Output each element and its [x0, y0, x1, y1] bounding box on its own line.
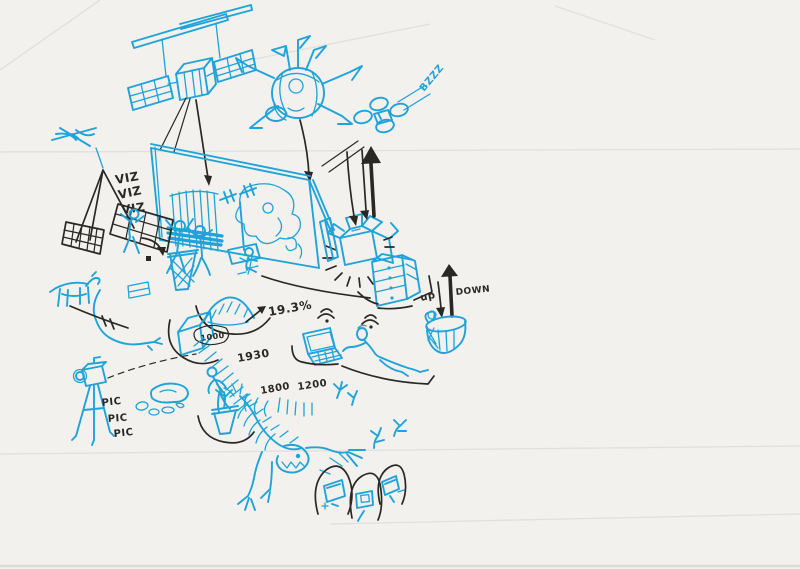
thick-up-arrow [361, 146, 381, 218]
dashed-sightline [107, 353, 197, 379]
hatched-path [193, 337, 313, 417]
satellite-to-board-arrows [159, 97, 212, 186]
svg-text:VIZ: VIZ [114, 169, 140, 187]
arc-under-pile [195, 305, 271, 336]
bzzz-label: BZZZ [418, 63, 447, 94]
time-b-label: 1200 [297, 378, 328, 393]
svg-text:PIC: PIC [101, 396, 122, 409]
idea-board [150, 143, 335, 269]
net-trap [61, 169, 135, 255]
stick-figures [120, 208, 258, 277]
bird-on-trap [51, 127, 104, 169]
arc-around-cube [167, 319, 230, 365]
pointing-arm [92, 281, 163, 351]
viz-label: VIZ VIZ VIZ [114, 169, 146, 217]
cube-box [177, 311, 214, 356]
wifi-arcs [317, 308, 379, 329]
laptop [302, 327, 343, 366]
time-a-label: 1800 [260, 381, 291, 397]
horse-sketch [49, 271, 101, 307]
rocks [135, 382, 189, 416]
time-main-label: 1930 [236, 346, 270, 364]
plant-pot [211, 383, 239, 435]
svg-text:VIZ: VIZ [117, 183, 143, 202]
ground-line-under-board [261, 275, 371, 299]
board-support-plank [319, 217, 339, 262]
arc-under-pot [197, 415, 255, 444]
ground-under-person [291, 345, 435, 385]
board-to-drone-lines [321, 140, 365, 173]
climbing-net [109, 203, 174, 253]
quadcopter-drone [353, 85, 431, 134]
down-label: DOWN [455, 284, 490, 298]
sprouts [333, 381, 407, 449]
svg-text:PIC: PIC [107, 413, 128, 425]
up-label: up [419, 290, 436, 304]
hanging-truss-satellite [127, 4, 257, 111]
round-basket [424, 310, 467, 354]
arrow-into-basket [141, 237, 166, 261]
time-bubble-label: 1000 [200, 331, 225, 343]
reclining-person [342, 324, 429, 377]
globe-with-flags [235, 35, 363, 129]
arrows-into-box [346, 149, 369, 226]
stone-monitors [314, 464, 407, 522]
ground-marks-cabinet [357, 275, 433, 310]
camera-tripod [71, 356, 115, 446]
svg-text:PIC: PIC [113, 427, 134, 440]
up-down-annotation [436, 264, 458, 318]
railway-mark [69, 305, 129, 330]
growth-arrow [245, 306, 266, 323]
percentage-label: 19.3% [267, 298, 313, 319]
waste-basket [167, 249, 199, 291]
pic-label: PIC PIC PIC [101, 396, 134, 440]
drawer-cabinet [371, 253, 421, 307]
